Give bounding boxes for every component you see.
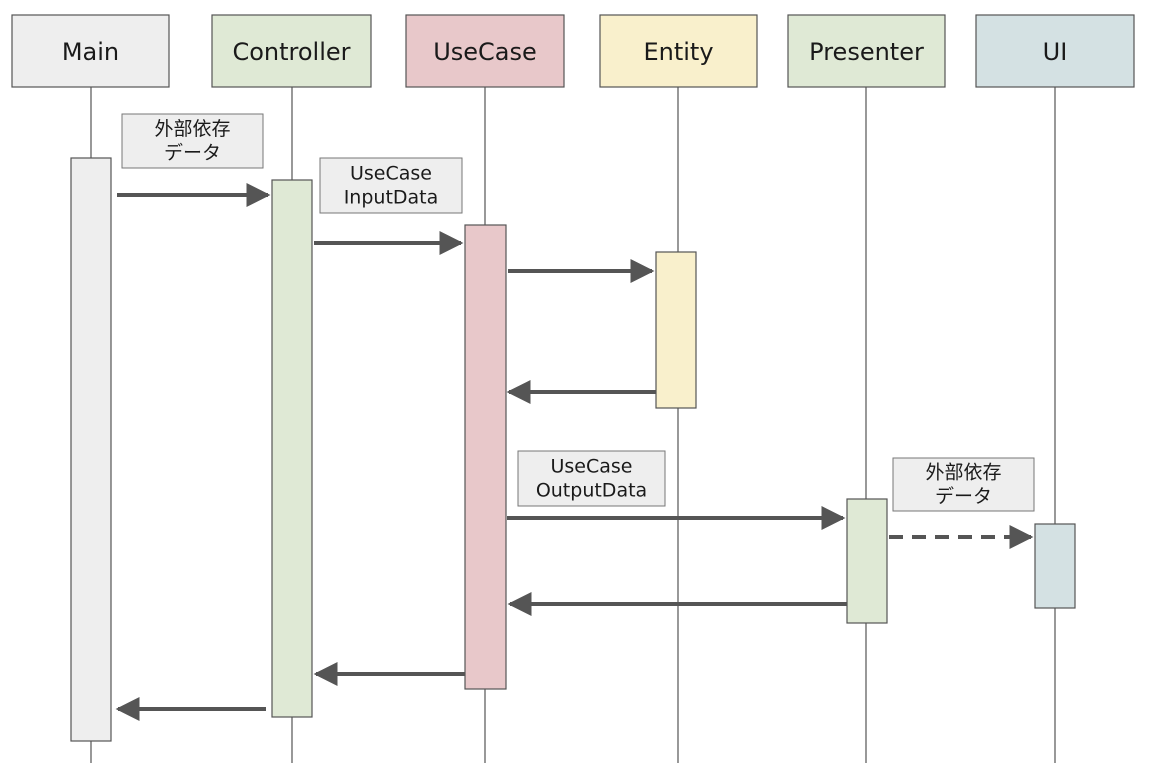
entity-participant-name: Entity (643, 38, 713, 66)
controller-participant-box (211, 14, 372, 88)
presenter-participant: Presenter (787, 14, 946, 88)
presenter-activation-bar (846, 498, 888, 624)
usecase-output-data-label-line-1: UseCase (551, 456, 633, 478)
usecase-participant-name: UseCase (433, 38, 537, 66)
external-data-1-label-line-2: データ (164, 142, 221, 164)
main-participant: Main (11, 14, 170, 88)
main-activation-bar (70, 157, 112, 742)
usecase-input-data-label-box (319, 157, 463, 214)
controller-activation-bar (271, 179, 313, 718)
external-data-1-label-line-1: 外部依存 (154, 118, 230, 140)
usecase-output-data-label-line-2: OutputData (536, 480, 647, 502)
controller-participant-name: Controller (232, 38, 350, 66)
external-data-2-label-box (892, 457, 1035, 512)
presenter-participant-name: Presenter (809, 38, 924, 66)
usecase-output-data-label-box (517, 450, 666, 507)
main-participant-box (11, 14, 170, 88)
external-data-2-label-line-1: 外部依存 (925, 462, 1001, 484)
entity-activation-bar (655, 251, 697, 409)
controller-participant: Controller (211, 14, 372, 88)
external-data-1-label-box (121, 113, 264, 169)
entity-participant-box (599, 14, 758, 88)
ui-participant-name: UI (1043, 38, 1068, 66)
usecase-participant: UseCase (405, 14, 565, 88)
external-data-2-label-line-2: データ (935, 486, 992, 508)
presenter-participant-box (787, 14, 946, 88)
usecase-input-data-label-line-1: UseCase (350, 163, 432, 185)
ui-participant: UI (975, 14, 1135, 88)
usecase-input-data-label-line-2: InputData (344, 187, 439, 209)
ui-participant-box (975, 14, 1135, 88)
usecase-activation-bar (464, 224, 507, 690)
ui-activation-bar (1034, 523, 1076, 609)
main-participant-name: Main (62, 38, 119, 66)
entity-participant: Entity (599, 14, 758, 88)
usecase-participant-box (405, 14, 565, 88)
